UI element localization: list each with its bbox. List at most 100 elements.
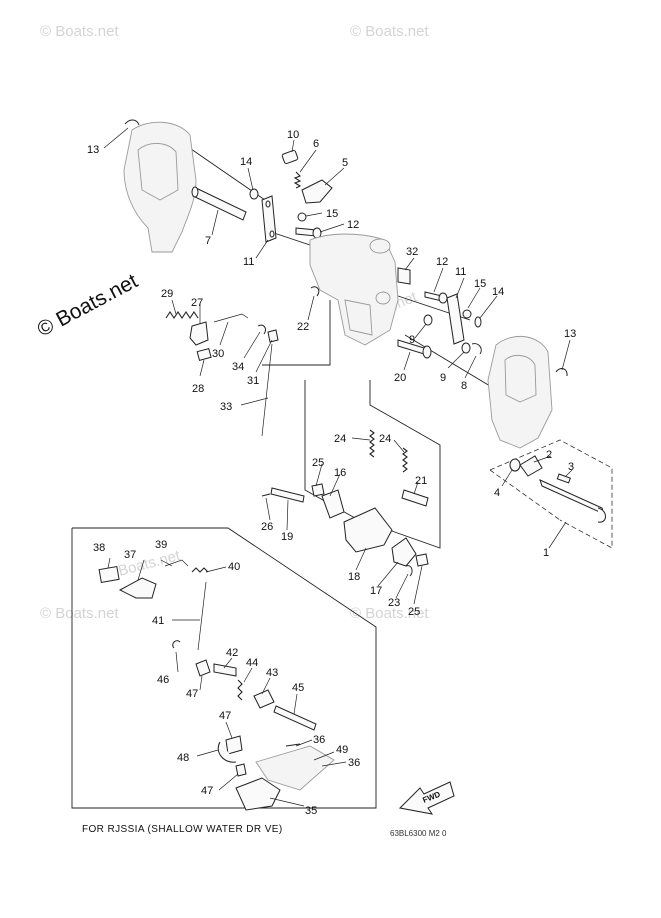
washer-9-lower: [461, 342, 471, 354]
callout-12-left: 12: [347, 219, 359, 231]
callout-21: 21: [415, 475, 427, 487]
rod-33: [261, 343, 273, 437]
callout-24-right: 24: [379, 433, 391, 445]
leader-lines: [103, 127, 573, 807]
callout-8: 8: [461, 380, 467, 392]
callout-47-upper: 47: [186, 688, 198, 700]
shaft-7-end: [191, 186, 199, 198]
callout-7: 7: [205, 235, 211, 247]
washer-15-right: [462, 309, 472, 319]
link-plate-11-left: [261, 195, 277, 243]
diagram-reference: 63BL6300 M2 0: [390, 829, 447, 838]
callout-49: 49: [336, 744, 348, 756]
housing-boss: [369, 238, 391, 254]
lever-5: [301, 179, 333, 204]
joint-4: [509, 458, 521, 472]
clip-23: [405, 565, 413, 577]
lever-16: [321, 489, 345, 519]
callout-32: 32: [406, 246, 418, 258]
joint-40: [191, 567, 209, 573]
callout-9-lower: 9: [440, 372, 446, 384]
callout-31: 31: [247, 375, 259, 387]
shaft-line-13: [177, 139, 266, 201]
callout-15-left: 15: [326, 208, 338, 220]
rod-1: [539, 479, 605, 515]
collar-25-lower: [415, 553, 429, 567]
lever-2: [519, 455, 543, 477]
washer-14-left: [249, 188, 259, 200]
callout-35: 35: [305, 805, 317, 817]
callout-47-mid: 47: [219, 710, 231, 722]
callout-41: 41: [152, 615, 164, 627]
callout-28: 28: [192, 383, 204, 395]
rod-48: [217, 741, 237, 763]
joint-47-upper: [195, 659, 211, 677]
lower-group-frame: [304, 380, 441, 549]
clip-46: [172, 640, 181, 649]
bracket-37: [118, 577, 157, 599]
callout-13-right: 13: [564, 328, 576, 340]
pin-3: [556, 473, 571, 484]
callout-33: 33: [220, 401, 232, 413]
callout-10: 10: [287, 129, 299, 141]
inset-housing-outline: [255, 745, 335, 791]
callout-13-left: 13: [87, 144, 99, 156]
callout-44: 44: [246, 657, 258, 669]
watermark-right-mid: © Boats.net: [350, 605, 429, 622]
callout-20: 20: [394, 372, 406, 384]
callout-16: 16: [334, 467, 346, 479]
spring-29: [165, 311, 199, 319]
rod-42: [213, 663, 237, 677]
housing-lower: [344, 299, 373, 336]
spring-24-right: [402, 447, 408, 473]
shaft-19: [270, 487, 305, 503]
rod-41: [197, 581, 207, 651]
joint-47-lower: [235, 763, 247, 777]
callout-6: 6: [313, 138, 319, 150]
inset-frame: [71, 527, 377, 809]
spring-36-upper: [285, 743, 301, 747]
callout-47-lower: 47: [201, 785, 213, 797]
callout-43: 43: [266, 667, 278, 679]
callout-11-right: 11: [455, 266, 466, 278]
spring-6: [293, 171, 302, 189]
pad-38: [98, 565, 120, 584]
callout-27: 27: [191, 297, 203, 309]
shaft-7: [192, 187, 247, 221]
callout-19: 19: [281, 531, 293, 543]
callout-36-upper: 36: [313, 734, 325, 746]
watermark-top-right: © Boats.net: [350, 23, 429, 40]
callout-25-lower: 25: [408, 606, 420, 618]
pin-26: [261, 493, 271, 497]
callout-3: 3: [568, 461, 574, 473]
inset-caption: FOR RJSSIA (SHALLOW WATER DR VE): [82, 824, 283, 835]
callout-48: 48: [177, 752, 189, 764]
collar-25-upper: [311, 483, 325, 497]
bolt-12-right-head: [438, 292, 448, 304]
watermark-top-left: © Boats.net: [40, 23, 119, 40]
callout-29: 29: [161, 288, 173, 300]
callout-30: 30: [212, 348, 224, 360]
circlip-8: [471, 343, 482, 355]
rod-1-hook: [597, 507, 606, 523]
callout-38: 38: [93, 542, 105, 554]
link-plate-11-right: [446, 293, 465, 345]
callout-37: 37: [124, 549, 136, 561]
block-10: [281, 149, 299, 165]
cam-35: [235, 777, 281, 811]
fwd-arrow-icon: [398, 781, 455, 815]
callout-23: 23: [388, 597, 400, 609]
callout-42: 42: [226, 647, 238, 659]
link-11-hole-b: [269, 230, 275, 238]
left-clamp-inner: [137, 143, 179, 201]
washer-14-right: [474, 316, 482, 328]
callout-40: 40: [228, 561, 240, 573]
callout-1: 1: [543, 547, 549, 559]
lever-43: [253, 689, 275, 709]
callout-36-lower: 36: [348, 757, 360, 769]
clip-22: [310, 286, 320, 297]
lever-17: [391, 537, 417, 567]
callout-26: 26: [261, 521, 273, 533]
cam-18: [343, 507, 393, 553]
